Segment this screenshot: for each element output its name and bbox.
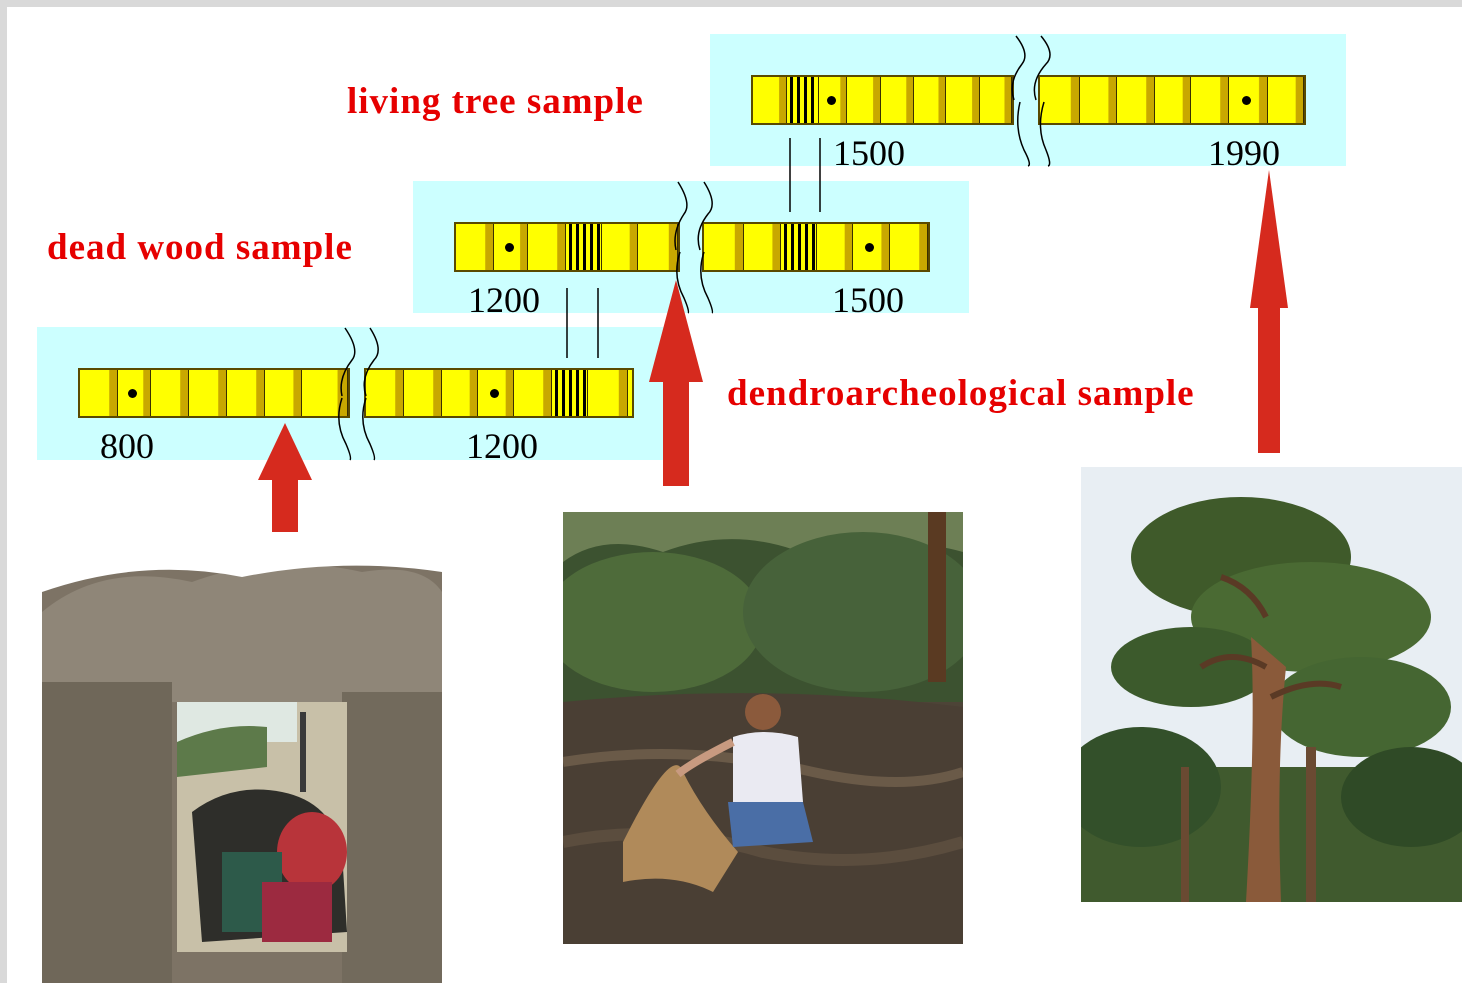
tree-ring <box>264 370 303 416</box>
tick-label-1500-living: 1500 <box>833 133 905 173</box>
tree-ring <box>704 224 744 270</box>
core-drilling-photo <box>42 552 442 983</box>
tree-ring <box>890 224 928 270</box>
tree-ring <box>1190 77 1229 123</box>
tree-ring <box>914 77 947 123</box>
tree-ring <box>743 224 782 270</box>
ring-strip-dendro-early <box>78 368 350 418</box>
tree-ring <box>514 370 552 416</box>
tree-ring <box>753 77 787 123</box>
label-living-tree-sample: living tree sample <box>347 81 644 122</box>
tree-ring <box>302 370 348 416</box>
decade-dot <box>504 243 514 252</box>
ring-strip-dead-late <box>702 222 930 272</box>
tree-ring <box>1228 77 1269 123</box>
tree-ring <box>588 370 628 416</box>
tree-ring <box>816 224 853 270</box>
tree-ring <box>404 370 442 416</box>
living-tree-photo <box>1081 467 1462 902</box>
arrow-dead <box>649 280 703 486</box>
tree-ring <box>852 224 891 270</box>
tree-ring <box>980 77 1012 123</box>
narrow-ring-cluster <box>786 77 819 123</box>
dead-wood-photo <box>563 512 963 944</box>
tree-ring <box>946 77 981 123</box>
tree-ring <box>151 370 190 416</box>
tree-ring <box>494 224 528 270</box>
tree-ring <box>880 77 915 123</box>
decade-dot <box>1242 96 1251 105</box>
tree-ring <box>528 224 566 270</box>
label-dead-wood-sample: dead wood sample <box>47 227 353 268</box>
tree-ring <box>638 224 678 270</box>
tick-label-1500-dead: 1500 <box>832 280 904 320</box>
arrow-dendro <box>258 423 312 532</box>
ring-strip-dendro-late <box>364 368 634 418</box>
tick-label-1200-dendro: 1200 <box>466 426 538 466</box>
break-mark-living <box>1011 35 1051 167</box>
tree-ring <box>226 370 265 416</box>
decade-dot <box>865 243 875 252</box>
narrow-ring-cluster <box>552 370 588 416</box>
break-mark-dendro <box>338 327 379 461</box>
narrow-ring-cluster <box>781 224 817 270</box>
ring-strip-living-recent <box>1038 75 1306 125</box>
tree-ring <box>478 370 514 416</box>
tree-ring <box>456 224 494 270</box>
ring-strip-living-early <box>751 75 1014 125</box>
tree-ring <box>366 370 404 416</box>
decade-dot <box>128 389 138 398</box>
tick-label-1200-dead: 1200 <box>468 280 540 320</box>
tree-ring <box>117 370 152 416</box>
label-dendroarcheological-sample: dendroarcheological sample <box>727 373 1195 414</box>
decade-dot <box>489 389 499 398</box>
tree-ring <box>602 224 638 270</box>
tree-ring <box>189 370 227 416</box>
narrow-ring-cluster <box>566 224 602 270</box>
tree-ring <box>847 77 881 123</box>
tree-ring <box>1117 77 1156 123</box>
tree-ring <box>818 77 848 123</box>
tree-ring <box>1155 77 1191 123</box>
tree-ring <box>442 370 478 416</box>
tick-label-1990: 1990 <box>1208 133 1280 173</box>
tree-ring <box>80 370 118 416</box>
tree-ring <box>1268 77 1304 123</box>
tick-label-800: 800 <box>100 426 154 466</box>
arrow-living <box>1250 170 1288 453</box>
ring-strip-dead-early <box>454 222 680 272</box>
decade-dot <box>826 96 836 105</box>
tree-ring <box>1079 77 1118 123</box>
tree-ring <box>1040 77 1080 123</box>
break-mark-dead <box>674 181 714 314</box>
